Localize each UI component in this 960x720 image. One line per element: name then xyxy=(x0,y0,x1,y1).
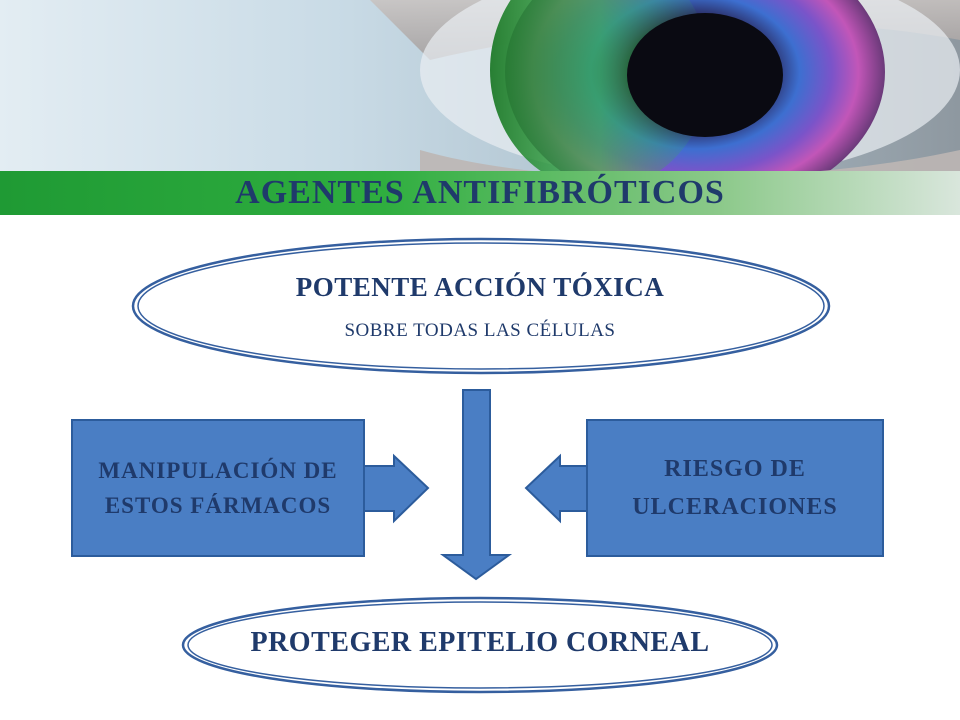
bottom-ellipse-title: PROTEGER EPITELIO CORNEAL xyxy=(250,627,710,658)
top-ellipse-subtitle: SOBRE TODAS LAS CÉLULAS xyxy=(344,320,616,341)
page-title: AGENTES ANTIFIBRÓTICOS xyxy=(235,174,725,211)
right-box xyxy=(586,419,884,557)
left-box xyxy=(71,419,365,557)
top-ellipse-title: POTENTE ACCIÓN TÓXICA xyxy=(295,272,665,302)
down-arrow-icon xyxy=(439,389,513,581)
bottom-ellipse xyxy=(181,596,779,694)
left-box-label: MANIPULACIÓN DE ESTOS FÁRMACOS xyxy=(98,458,338,518)
top-ellipse xyxy=(131,237,831,375)
header-banner xyxy=(0,0,960,215)
left-arrow-icon xyxy=(524,453,588,524)
right-arrow-icon xyxy=(363,453,430,524)
eye-image xyxy=(0,0,960,215)
right-box-label: RIESGO DE ULCERACIONES xyxy=(632,456,838,520)
title-bar xyxy=(0,171,960,215)
